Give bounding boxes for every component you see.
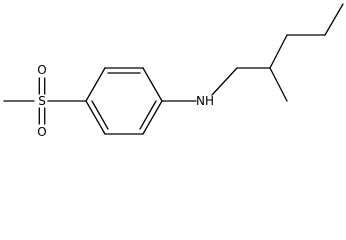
sulfur-atom-label: S <box>38 94 46 108</box>
oxygen-top-label: O <box>37 63 46 77</box>
sulfonyl-bottom-double-bond <box>38 107 46 125</box>
sulfonyl-top-double-bond <box>38 77 46 95</box>
oxygen-bottom-label: O <box>37 125 46 139</box>
benzene-ring <box>85 67 163 135</box>
alkyl-chain <box>236 3 344 102</box>
amine-methylene-bond <box>211 67 238 96</box>
amine-label: NH <box>196 94 214 108</box>
chemical-structure-diagram: S O O NH <box>3 3 344 139</box>
